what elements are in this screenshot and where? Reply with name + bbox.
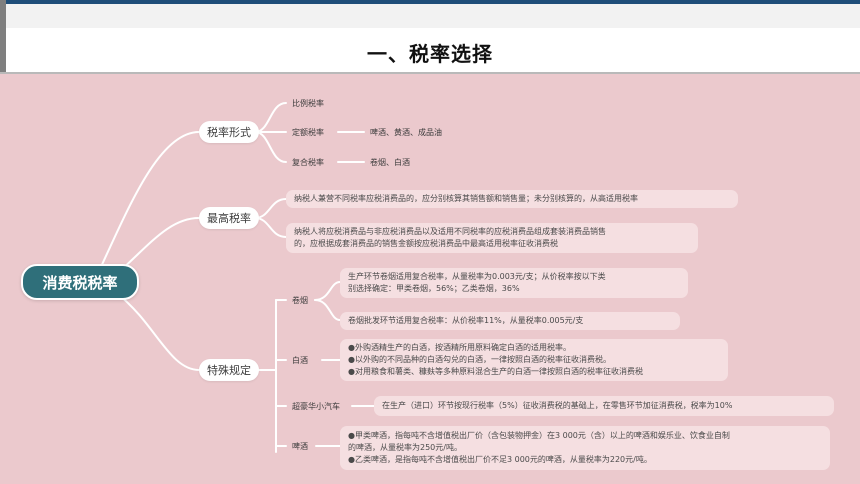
label-proportional-rate: 比例税率 <box>292 99 324 108</box>
text-cigarette-wholesale: 卷烟批发环节适用复合税率：从价税率11%，从量税率0.005元/支 <box>348 316 584 325</box>
label-compound-rate: 复合税率 <box>292 158 324 167</box>
connector-root-special <box>119 295 200 371</box>
label-liquor: 白酒 <box>292 356 308 365</box>
box-luxury-car: 在生产（进口）环节按现行税率（5%）征收消费税的基础上，在零售环节加征消费税，税… <box>374 396 834 416</box>
connector-form-spine <box>254 102 287 133</box>
label-beer: 啤酒 <box>292 442 308 451</box>
box-liquor-rules: ●外购酒精生产的白酒，按酒精所用原料确定白酒的适用税率。 ●以外购的不同品种的白… <box>340 339 728 381</box>
box-highest-rule-1: 纳税人兼营不同税率应税消费品的，应分别核算其销售额和销售量；未分别核算的，从高适… <box>286 190 738 208</box>
connector-cigarette-wholesale <box>314 299 341 321</box>
label-fixed-rate: 定额税率 <box>292 128 324 137</box>
connector-highest-rule1 <box>254 198 287 219</box>
text-luxury-car: 在生产（进口）环节按现行税率（5%）征收消费税的基础上，在零售环节加征消费税，税… <box>382 401 733 410</box>
text-beer-rule-1-cont: 的啤酒，从量税率为250元/吨。 <box>348 443 462 452</box>
label-luxury-car: 超豪华小汽车 <box>292 402 340 411</box>
text-liquor-rule-2: ●以外购的不同品种的白酒勾兑的白酒，一律按照白酒的税率征收消费税。 <box>348 355 611 364</box>
box-beer-rules: ●甲类啤酒，指每吨不含增值税出厂价（含包装物押金）在3 000元（含）以上的啤酒… <box>340 426 830 470</box>
root-node-consumption-tax-rate: 消费税税率 <box>21 264 139 300</box>
text-liquor-rule-1: ●外购酒精生产的白酒，按酒精所用原料确定白酒的适用税率。 <box>348 343 571 352</box>
label-fixed-rate-items: 啤酒、黄酒、成品油 <box>370 128 442 137</box>
connector-root-form <box>99 131 200 270</box>
node-rate-form: 税率形式 <box>199 121 259 143</box>
label-compound-rate-items: 卷烟、白酒 <box>370 158 410 167</box>
node-highest-rate: 最高税率 <box>199 207 259 229</box>
text-cigarette-production-line-2: 别选择确定：甲类卷烟，56%；乙类卷烟，36% <box>348 284 520 293</box>
box-cigarette-production: 生产环节卷烟适用复合税率，从量税率为0.003元/支；从价税率按以下类 别选择确… <box>340 268 688 298</box>
box-highest-rule-2: 纳税人将应税消费品与非应税消费品以及适用不同税率的应税消费品组成套装消费品销售 … <box>286 223 698 253</box>
mindmap-canvas: 消费税税率 税率形式 最高税率 特殊规定 比例税率 定额税率 啤酒、黄酒、成品油… <box>0 72 860 484</box>
box-cigarette-wholesale: 卷烟批发环节适用复合税率：从价税率11%，从量税率0.005元/支 <box>340 312 680 330</box>
text-highest-rule-1: 纳税人兼营不同税率应税消费品的，应分别核算其销售额和销售量；未分别核算的，从高适… <box>294 194 638 203</box>
text-highest-rule-2-line-2: 的，应根据成套消费品的销售金额按应税消费品中最高适用税率征收消费税 <box>294 239 558 248</box>
left-accent-band <box>0 0 6 72</box>
node-special-rules: 特殊规定 <box>199 359 259 381</box>
text-beer-rule-1: ●甲类啤酒，指每吨不含增值税出厂价（含包装物押金）在3 000元（含）以上的啤酒… <box>348 431 730 440</box>
text-beer-rule-2: ●乙类啤酒，是指每吨不含增值税出厂价不足3 000元的啤酒，从量税率为220元/… <box>348 455 652 464</box>
connector-cigarette-spine <box>314 281 341 301</box>
text-liquor-rule-3: ●对用粮食和薯类、糠麸等多种原料混合生产的白酒一律按照白酒的税率征收消费税 <box>348 367 643 376</box>
label-cigarette: 卷烟 <box>292 296 308 305</box>
connector-highest-rule2 <box>254 217 287 238</box>
text-highest-rule-2-line-1: 纳税人将应税消费品与非应税消费品以及适用不同税率的应税消费品组成套装消费品销售 <box>294 227 606 236</box>
page-title: 一、税率选择 <box>367 42 493 66</box>
connector-form-compound <box>254 131 287 163</box>
connector-root-highest <box>119 217 200 272</box>
text-cigarette-production-line-1: 生产环节卷烟适用复合税率，从量税率为0.003元/支；从价税率按以下类 <box>348 272 606 281</box>
top-bar <box>0 0 860 28</box>
